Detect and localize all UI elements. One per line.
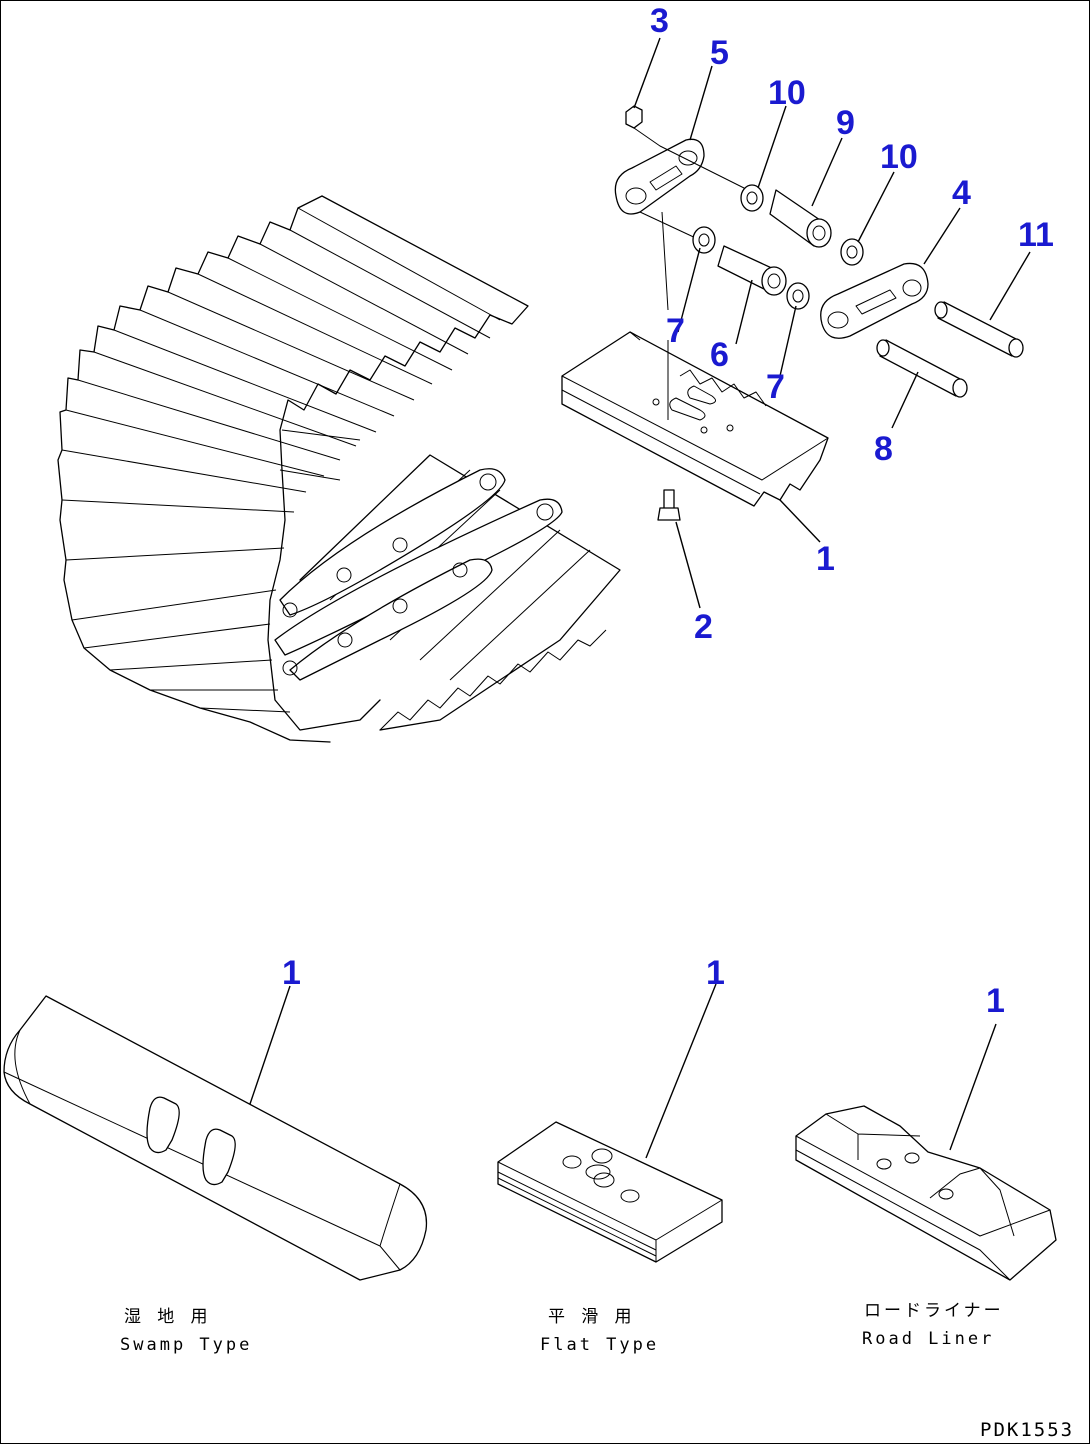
pin-8 bbox=[876, 339, 968, 398]
caption-road-en: Road Liner bbox=[862, 1329, 994, 1349]
callout-6: 6 bbox=[710, 336, 729, 374]
callout-1-top: 1 bbox=[816, 540, 835, 578]
pin-11 bbox=[934, 301, 1024, 358]
callout-9: 9 bbox=[836, 104, 855, 142]
callout-1-road: 1 bbox=[986, 982, 1005, 1020]
seal-7b bbox=[786, 282, 810, 310]
callout-5: 5 bbox=[710, 34, 729, 72]
callout-1-swamp: 1 bbox=[282, 954, 301, 992]
callout-1-flat: 1 bbox=[706, 954, 725, 992]
seal-10b bbox=[840, 238, 864, 266]
caption-road-jp: ロードライナー bbox=[864, 1301, 1004, 1321]
bolt-2 bbox=[657, 340, 681, 521]
swamp-shoe bbox=[3, 985, 428, 1281]
bushing-9 bbox=[769, 189, 832, 248]
captions: 湿 地 用 Swamp Type 平 滑 用 Flat Type ロードライナー… bbox=[120, 1301, 1074, 1441]
link-5 bbox=[614, 138, 705, 215]
leader-lines bbox=[633, 37, 1031, 609]
callout-7-right: 7 bbox=[766, 368, 785, 406]
link-4 bbox=[820, 262, 929, 339]
shoe-1-top bbox=[561, 331, 829, 507]
road-liner-shoe bbox=[795, 1023, 1057, 1281]
nut-3 bbox=[625, 105, 643, 129]
flat-shoe bbox=[497, 983, 723, 1263]
caption-swamp-en: Swamp Type bbox=[120, 1335, 252, 1355]
caption-flat-en: Flat Type bbox=[540, 1335, 659, 1355]
exploded-parts bbox=[561, 105, 1024, 521]
drawing-code: PDK1553 bbox=[980, 1419, 1074, 1441]
seal-7a bbox=[692, 226, 716, 254]
callout-4: 4 bbox=[952, 174, 971, 212]
callout-2: 2 bbox=[694, 608, 713, 646]
caption-swamp-jp: 湿 地 用 bbox=[124, 1307, 210, 1327]
callout-11: 11 bbox=[1018, 216, 1054, 254]
callout-3: 3 bbox=[650, 2, 669, 40]
track-assembly bbox=[57, 195, 621, 743]
bushing-6 bbox=[717, 245, 787, 296]
caption-flat-jp: 平 滑 用 bbox=[548, 1307, 634, 1327]
callout-labels: 3 5 10 9 10 4 11 7 6 7 8 1 2 1 1 1 bbox=[282, 2, 1054, 1020]
seal-10a bbox=[740, 184, 764, 212]
callout-7-left: 7 bbox=[666, 312, 685, 350]
callout-10-right: 10 bbox=[880, 138, 918, 176]
callout-10-top: 10 bbox=[768, 74, 806, 112]
callout-8: 8 bbox=[874, 430, 893, 468]
